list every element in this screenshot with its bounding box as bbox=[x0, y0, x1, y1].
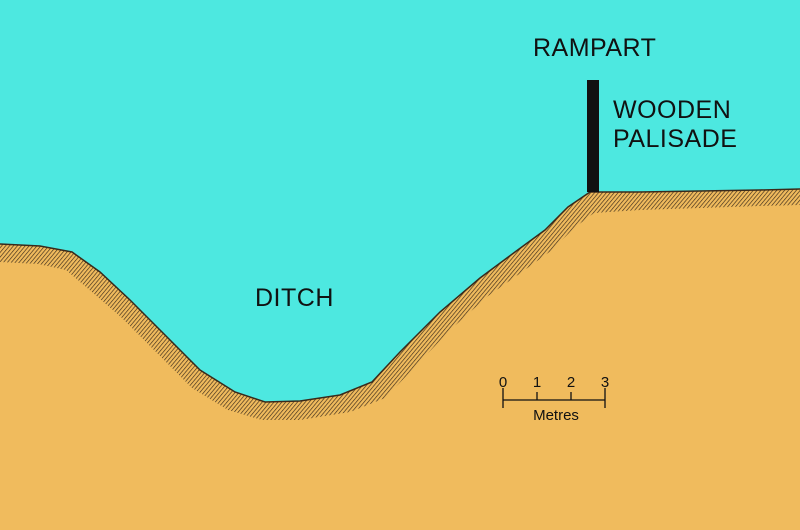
wooden-palisade-post bbox=[587, 80, 599, 192]
scale-tick-label-3: 3 bbox=[601, 374, 609, 391]
rampart-label: RAMPART bbox=[533, 34, 657, 62]
ditch-label: DITCH bbox=[255, 284, 334, 312]
scale-tick-label-1: 1 bbox=[533, 374, 541, 391]
scale-tick-label-0: 0 bbox=[499, 374, 507, 391]
scale-unit-label: Metres bbox=[533, 407, 579, 424]
palisade-label-line2: PALISADE bbox=[613, 124, 738, 153]
palisade-label-line1: WOODEN bbox=[613, 96, 732, 124]
scale-bar bbox=[502, 388, 606, 408]
ground-surface-line bbox=[0, 188, 800, 403]
scale-tick-label-2: 2 bbox=[567, 374, 575, 391]
palisade-label: WOODEN PALISADE bbox=[613, 96, 737, 154]
ground-surface-hatching bbox=[0, 189, 800, 420]
